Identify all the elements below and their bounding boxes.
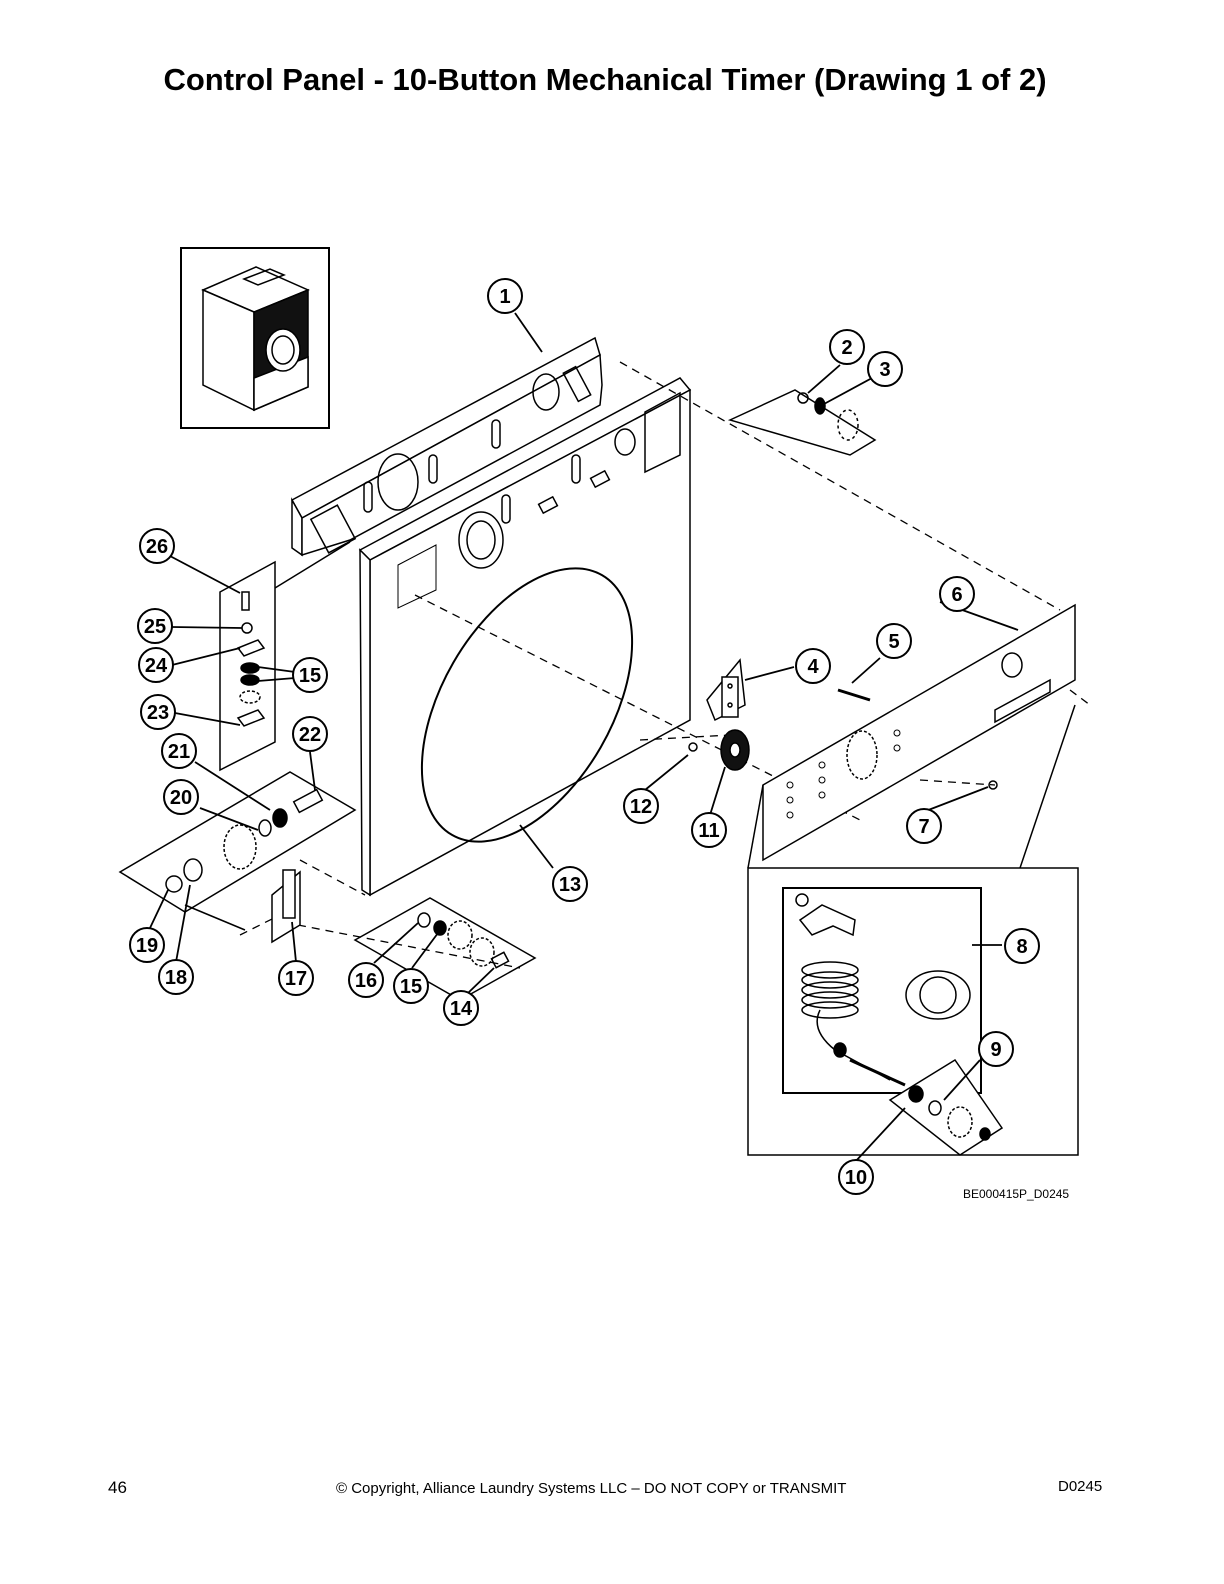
callout-9: 9 <box>978 1031 1014 1067</box>
svg-text:7: 7 <box>918 816 929 838</box>
svg-text:10: 10 <box>845 1167 867 1189</box>
callouts: 1 2 3 4 5 6 7 8 9 10 11 12 13 14 15 15 1… <box>129 278 1040 1195</box>
bracket-and-ring <box>688 658 998 790</box>
svg-text:17: 17 <box>285 968 307 990</box>
svg-text:15: 15 <box>299 665 321 687</box>
svg-text:3: 3 <box>879 359 890 381</box>
assembly-lines <box>239 361 1091 969</box>
callout-13: 13 <box>552 866 588 902</box>
svg-text:20: 20 <box>170 787 192 809</box>
callout-14: 14 <box>443 990 479 1026</box>
svg-text:25: 25 <box>144 616 166 638</box>
svg-text:9: 9 <box>990 1039 1001 1061</box>
page-number: 46 <box>108 1478 127 1497</box>
svg-text:8: 8 <box>1016 936 1027 958</box>
svg-text:26: 26 <box>146 536 168 558</box>
callout-16: 16 <box>348 962 384 998</box>
svg-text:12: 12 <box>630 796 652 818</box>
svg-text:24: 24 <box>145 655 168 677</box>
callout-24: 24 <box>138 647 174 683</box>
front-panel <box>358 377 692 897</box>
console-overlay-panel <box>762 603 1076 862</box>
callout-6: 6 <box>939 576 975 612</box>
callout-4: 4 <box>795 648 831 684</box>
machine-inset-view <box>180 247 330 429</box>
svg-text:2: 2 <box>841 337 852 359</box>
document-code: D0245 <box>1058 1478 1103 1495</box>
callout-7: 7 <box>906 808 942 844</box>
page-title: Control Panel - 10-Button Mechanical Tim… <box>163 62 1047 97</box>
drawing-id: BE000415P_D0245 <box>963 1187 1070 1201</box>
svg-text:19: 19 <box>136 935 158 957</box>
svg-text:16: 16 <box>355 970 377 992</box>
svg-text:21: 21 <box>168 741 190 763</box>
svg-text:1: 1 <box>499 286 510 308</box>
callout-11: 11 <box>691 812 727 848</box>
svg-text:23: 23 <box>147 702 169 724</box>
callout-18: 18 <box>158 959 194 995</box>
callout-17: 17 <box>278 960 314 996</box>
callout-26: 26 <box>139 528 175 564</box>
svg-text:18: 18 <box>165 967 187 989</box>
callout-2: 2 <box>829 329 865 365</box>
svg-text:22: 22 <box>299 724 321 746</box>
svg-text:5: 5 <box>888 631 899 653</box>
svg-text:4: 4 <box>807 656 819 678</box>
callout-12: 12 <box>623 788 659 824</box>
callout-5: 5 <box>876 623 912 659</box>
left-hardware-group <box>118 541 537 1001</box>
callout-25: 25 <box>137 608 173 644</box>
svg-text:6: 6 <box>951 584 962 606</box>
leader-lines <box>149 312 1019 1163</box>
temperature-gauge-detail <box>747 704 1079 1156</box>
callout-15a: 15 <box>292 657 328 693</box>
callout-15b: 15 <box>393 968 429 1004</box>
svg-text:15: 15 <box>400 976 422 998</box>
svg-text:14: 14 <box>450 998 473 1020</box>
callout-10: 10 <box>838 1159 874 1195</box>
copyright-notice: © Copyright, Alliance Laundry Systems LL… <box>336 1480 847 1497</box>
callout-3: 3 <box>867 351 903 387</box>
callout-21: 21 <box>161 733 197 769</box>
callout-19: 19 <box>129 927 165 963</box>
callout-20: 20 <box>163 779 199 815</box>
svg-text:13: 13 <box>559 874 581 896</box>
callout-8: 8 <box>1004 928 1040 964</box>
control-panel-frame <box>290 336 603 557</box>
svg-text:11: 11 <box>698 820 719 842</box>
callout-22: 22 <box>292 716 328 752</box>
callout-23: 23 <box>140 694 176 730</box>
callout-1: 1 <box>487 278 523 314</box>
knob-hardware-group <box>727 389 877 456</box>
